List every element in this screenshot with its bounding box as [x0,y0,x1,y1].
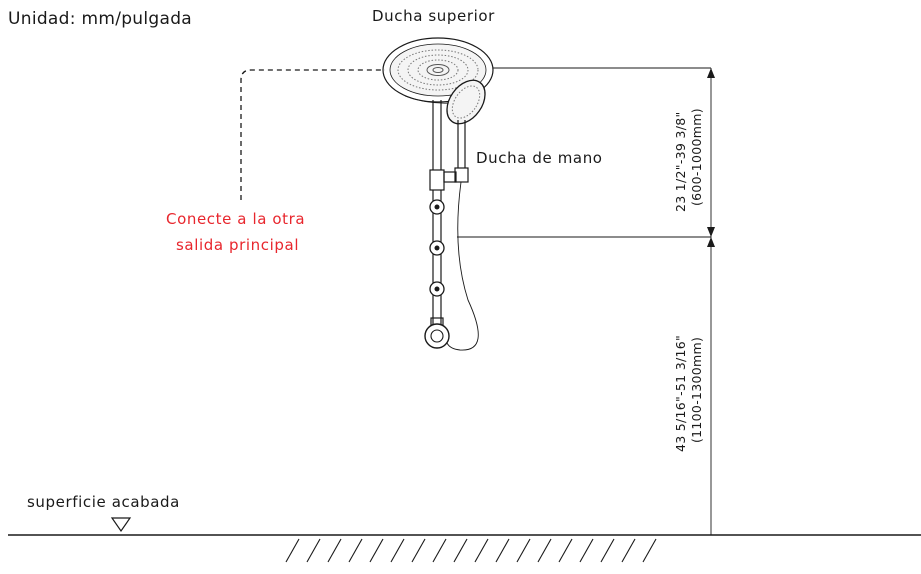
wall-bracket-3 [429,281,445,297]
hand-shower-label: Ducha de mano [476,149,603,167]
dashed-connection-line [240,69,385,200]
upper-dimension-line [707,68,715,237]
lower-dimension-inch: 43 5/16"-51 3/16" [673,335,688,452]
shower-hose [446,181,479,351]
connect-note-line1: Conecte a la otra [166,210,305,228]
wall-bracket-1 [429,199,445,215]
wall-bracket-2 [429,240,445,256]
hand-shower-head [446,79,486,183]
overhead-shower-label: Ducha superior [372,7,495,25]
surface-marker-icon [110,517,132,533]
overhead-shower-head [382,37,494,104]
unit-label: Unidad: mm/pulgada [8,9,192,29]
finished-surface-label: superficie acabada [27,493,180,511]
upper-dimension-mm: (600-1000mm) [689,108,704,206]
diverter-valve [424,317,450,349]
lower-dimension-mm: (1100-1300mm) [689,337,704,443]
connect-note-line2: salida principal [176,236,299,254]
upper-dimension-inch: 23 1/2"-39 3/8" [673,111,688,212]
floor-hatching [285,538,657,563]
lower-dimension-line [707,237,715,535]
